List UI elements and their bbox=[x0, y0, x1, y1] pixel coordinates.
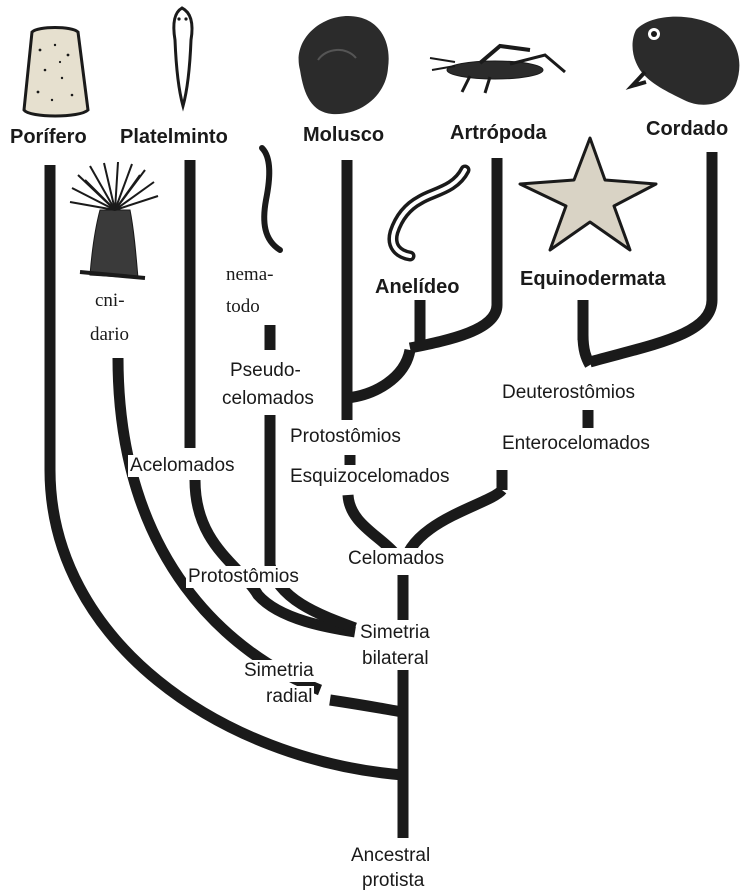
label-cnidario-line2: dario bbox=[90, 324, 129, 346]
sponge-illustration bbox=[24, 28, 88, 117]
label-celomados: Celomados bbox=[346, 548, 446, 570]
phylum-cordado: Cordado bbox=[646, 118, 728, 141]
phylum-molusco: Molusco bbox=[303, 124, 384, 147]
label-ancestral-line2: protista bbox=[362, 870, 424, 892]
label-simetria-radial-line2: radial bbox=[264, 686, 314, 708]
label-enterocelomados: Enterocelomados bbox=[500, 433, 652, 455]
phylum-artropoda: Artrópoda bbox=[450, 122, 547, 145]
annelida-arthropoda-stem bbox=[347, 350, 410, 398]
phylum-platelminto: Platelminto bbox=[120, 126, 228, 149]
phylum-equinodermata: Equinodermata bbox=[518, 268, 668, 291]
grasshopper-illustration bbox=[430, 46, 565, 93]
label-nematodo-line1: nema- bbox=[226, 264, 273, 286]
nematode-illustration bbox=[262, 148, 280, 250]
label-esquizocelomados: Esquizocelomados bbox=[288, 466, 451, 488]
phylum-anelideo: Anelídeo bbox=[373, 276, 461, 299]
label-simetria-radial-line1: Simetria bbox=[242, 660, 316, 682]
label-acelomados: Acelomados bbox=[128, 455, 237, 477]
label-deuterostomios: Deuterostômios bbox=[500, 382, 637, 404]
sea-anemone-illustration bbox=[70, 162, 158, 278]
label-ancestral-line1: Ancestral bbox=[351, 845, 430, 867]
starfish-illustration bbox=[520, 138, 656, 250]
label-nematodo-line2: todo bbox=[226, 296, 260, 318]
label-simetria-bilateral-line2: bilateral bbox=[360, 648, 431, 670]
label-cnidario-line1: cni- bbox=[95, 290, 125, 312]
frog-illustration bbox=[632, 17, 739, 105]
label-simetria-bilateral-line1: Simetria bbox=[358, 622, 432, 644]
label-protostomios-upper: Protostômios bbox=[288, 426, 403, 448]
label-pseudocelomados-line1: Pseudo- bbox=[228, 360, 303, 382]
flatworm-illustration bbox=[174, 8, 192, 106]
deuterostomios-joint bbox=[583, 335, 590, 365]
label-pseudocelomados-line2: celomados bbox=[220, 388, 316, 410]
earthworm-illustration bbox=[393, 170, 465, 256]
simetria-radial-connector bbox=[330, 700, 403, 712]
phylum-porifero: Porífero bbox=[10, 126, 87, 149]
label-protostomios-lower: Protostômios bbox=[186, 566, 301, 588]
mollusc-illustration bbox=[299, 16, 389, 114]
